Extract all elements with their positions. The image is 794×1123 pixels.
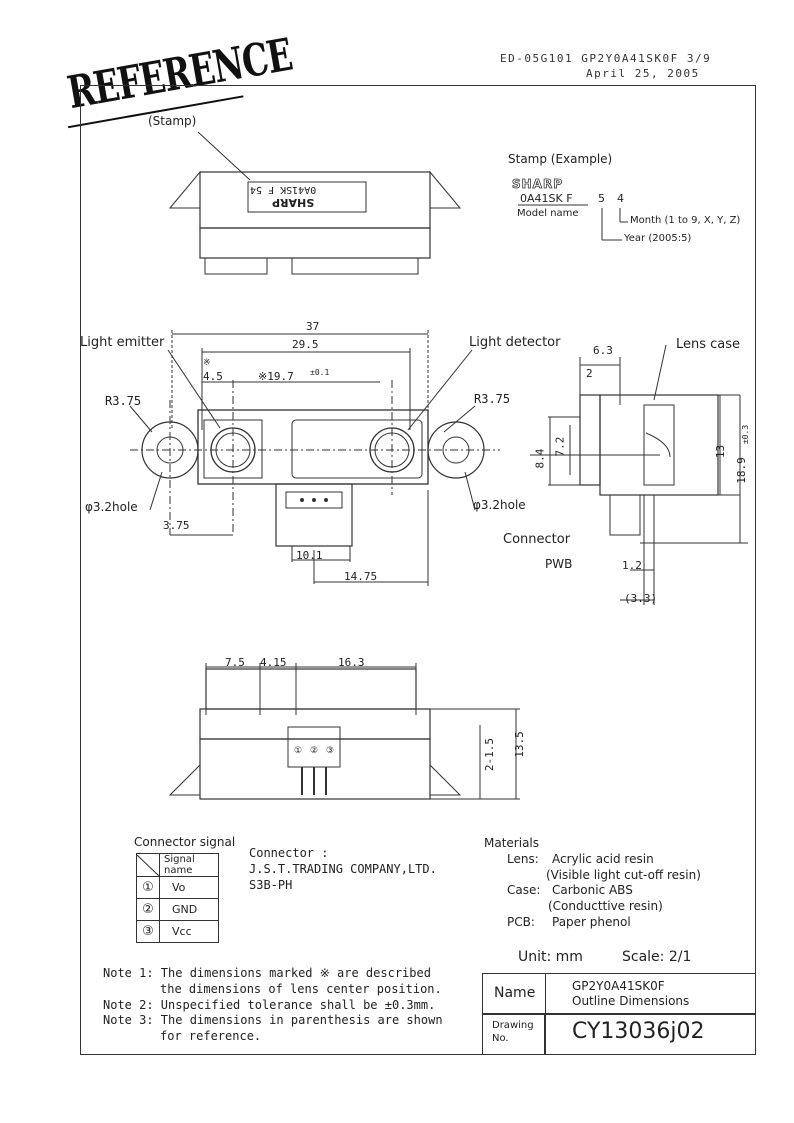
- case-label: Case:: [507, 883, 541, 897]
- top-view-drawing: [168, 131, 462, 275]
- pin-cell: ③: [136, 920, 160, 943]
- note3-a: Note 3: The dimensions in parenthesis ar…: [103, 1013, 443, 1027]
- pcb-label: PCB:: [507, 915, 535, 929]
- stamp-label: (Stamp): [148, 114, 197, 128]
- bottom-view-drawing: [168, 663, 520, 800]
- pin2-mark: ②: [310, 746, 319, 756]
- dim-3-3: (3.3): [624, 592, 658, 605]
- dim-13-5: 13.5: [512, 731, 526, 758]
- drawing-number: CY13036j02: [572, 1019, 705, 1044]
- name-label: Name: [494, 985, 536, 1001]
- stamp-example-model: 0A41SK F: [520, 192, 573, 205]
- dim-2: 2: [586, 367, 593, 380]
- dim-13: 13: [714, 444, 728, 459]
- pin1-mark: ①: [294, 746, 303, 756]
- signal-header: Signal name: [159, 853, 219, 877]
- stamp-example-leaders: [518, 204, 628, 241]
- dim-10-1: 10.1: [296, 549, 323, 562]
- title-block-divider: [482, 1013, 756, 1015]
- note2: Note 2: Unspecified tolerance shall be ±…: [103, 998, 436, 1012]
- dim-3-75: 3.75: [163, 519, 190, 532]
- stamp-line2: SHARP: [272, 196, 315, 209]
- dim-19-7: ※19.7: [258, 370, 294, 383]
- drawing-cell-divider: [544, 1013, 546, 1055]
- lens-value2: (Visible light cut-off resin): [546, 868, 701, 882]
- table-row: ② GND: [136, 898, 219, 921]
- lens-value1: Acrylic acid resin: [552, 852, 654, 866]
- light-detector-label: Light detector: [469, 335, 561, 350]
- table-row: ① Vo: [136, 876, 219, 899]
- pin3-mark: ③: [326, 746, 335, 756]
- drawing-label2: No.: [492, 1033, 509, 1044]
- stamp-example-digit4: 4: [617, 192, 624, 205]
- name-value2: Outline Dimensions: [572, 994, 690, 1008]
- signal-cell: GND: [159, 898, 219, 921]
- note3-b: for reference.: [160, 1029, 262, 1043]
- connector-label: Connector: [503, 532, 571, 547]
- stamp-example-title: Stamp (Example): [508, 152, 613, 166]
- radius-right: R3.75: [474, 392, 511, 406]
- dim-8-4: 8.4: [533, 448, 547, 469]
- dim-14-75: 14.75: [344, 570, 378, 583]
- table-corner: [136, 853, 160, 877]
- dim-7-5: 7.5: [225, 656, 245, 669]
- hole-left: φ3.2hole: [85, 500, 138, 514]
- front-view-drawing: [129, 330, 500, 586]
- stamp-example-year: Year (2005:5): [624, 233, 692, 244]
- case-value1: Carbonic ABS: [552, 883, 633, 897]
- pwb-label: PWB: [545, 557, 573, 571]
- signal-cell: Vcc: [159, 920, 219, 943]
- dim-1-2: 1.2: [622, 559, 642, 572]
- dim-16-3: 16.3: [338, 656, 365, 669]
- connector-signal-table: Signal name ① Vo ② GND ③ Vcc: [136, 853, 219, 943]
- table-row: ③ Vcc: [136, 920, 219, 943]
- scale-label: Scale: 2/1: [622, 949, 692, 965]
- lens-label: Lens:: [507, 852, 539, 866]
- pin-cell: ②: [136, 898, 160, 921]
- stamp-example-model-name: Model name: [517, 208, 579, 219]
- doc-date: April 25, 2005: [586, 67, 700, 80]
- unit-label: Unit: mm: [518, 949, 583, 965]
- dim-4-5: 4.5: [203, 370, 223, 383]
- note1-b: the dimensions of lens center position.: [160, 982, 442, 996]
- side-view-drawing: [530, 345, 748, 605]
- doc-code: ED-05G101 GP2Y0A41SK0F 3/9: [500, 52, 712, 65]
- connector-info-line2: J.S.T.TRADING COMPANY,LTD.: [249, 862, 437, 876]
- lens-case-label: Lens case: [676, 337, 741, 352]
- dim-19-7-tol: ±0.1: [310, 368, 330, 377]
- drawing-label1: Drawing: [492, 1020, 534, 1031]
- signal-cell: Vo: [159, 876, 219, 899]
- stamp-example-brand: SHARP: [512, 177, 564, 192]
- reference-stamp: REFERENCE: [58, 28, 296, 133]
- dim-2-1-5: 2-1.5: [483, 737, 497, 772]
- dim-6-3: 6.3: [593, 344, 613, 357]
- connector-info-line1: Connector :: [249, 846, 329, 860]
- dim-37: 37: [306, 320, 320, 333]
- name-value1: GP2Y0A41SK0F: [572, 979, 665, 993]
- case-value2: (Conducttive resin): [548, 899, 663, 913]
- drawing-frame: [80, 85, 756, 1055]
- light-emitter-label: Light emitter: [80, 335, 165, 350]
- note1-a: Note 1: The dimensions marked ※ are desc…: [103, 966, 431, 980]
- dim-4-15: 4.15: [260, 656, 287, 669]
- hole-right: φ3.2hole: [473, 498, 526, 512]
- dim-4-5-mark: ※: [203, 358, 211, 368]
- dim-18-9-tol: ±0.3: [741, 424, 751, 445]
- stamp-example-month: Month (1 to 9, X, Y, Z): [630, 215, 741, 226]
- pcb-value: Paper phenol: [552, 915, 631, 929]
- connector-info-line3: S3B-PH: [249, 878, 293, 892]
- radius-left: R3.75: [105, 394, 142, 408]
- stamp-example-digit5: 5: [598, 192, 605, 205]
- connector-signal-title: Connector signal: [134, 835, 236, 849]
- dim-18-9: 18.9: [734, 457, 748, 484]
- stamp-line1: 0A41SK F 54: [250, 184, 317, 195]
- materials-title: Materials: [484, 836, 540, 850]
- dim-29-5: 29.5: [292, 338, 319, 351]
- pin-cell: ①: [136, 876, 160, 899]
- dim-7-2: 7.2: [553, 436, 567, 457]
